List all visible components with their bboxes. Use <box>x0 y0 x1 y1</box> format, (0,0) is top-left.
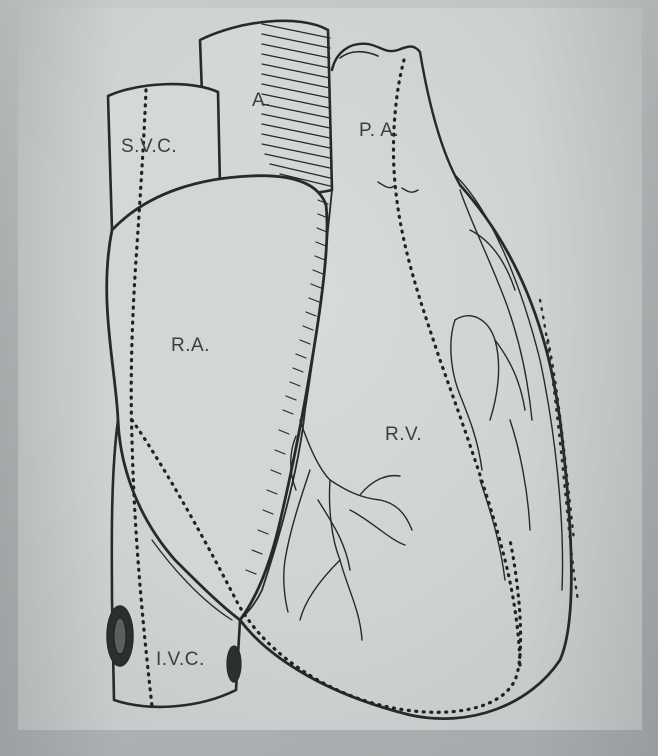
label-aorta: A. <box>252 90 271 111</box>
label-ivc: I.V.C. <box>156 649 205 670</box>
label-svc: S.V.C. <box>121 136 177 157</box>
pulmonary-artery <box>332 44 460 185</box>
label-pulmonary-artery: P. A. <box>359 120 399 141</box>
label-right-atrium: R.A. <box>171 335 210 356</box>
right-atrium <box>107 176 328 620</box>
label-right-ventricle: R.V. <box>385 424 422 445</box>
dotted-line-pulmonary <box>393 60 520 670</box>
